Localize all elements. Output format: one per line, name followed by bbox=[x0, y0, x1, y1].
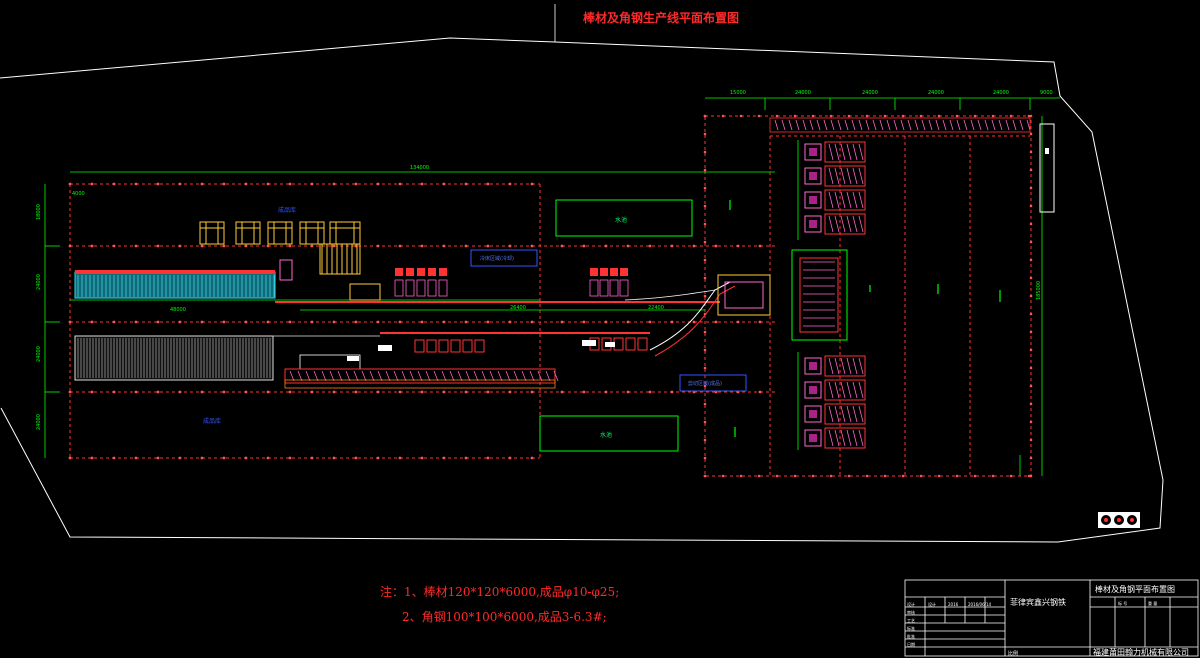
title-block-col-4: 批准 bbox=[907, 633, 915, 639]
charging-racks bbox=[199, 221, 361, 275]
feed-curve bbox=[624, 289, 716, 301]
dim-top-1: 15000 bbox=[730, 90, 746, 96]
notes: 注：1、棒材120*120*6000,成品φ10-φ25; 2、角钢100*10… bbox=[380, 580, 619, 630]
note-line-1: 注：1、棒材120*120*6000,成品φ10-φ25; bbox=[380, 585, 620, 599]
dim-top-3: 24000 bbox=[862, 90, 878, 96]
legend-icons bbox=[1098, 512, 1140, 528]
dim-top-4: 24000 bbox=[928, 90, 944, 96]
right-building-markers bbox=[729, 200, 1001, 437]
water-pool-2: 水池 bbox=[539, 415, 679, 452]
title-block-client: 菲律宾鑫兴钢铁 bbox=[1010, 597, 1066, 607]
dim-mid-span: 48000 bbox=[170, 307, 186, 313]
side-panel bbox=[1039, 123, 1055, 213]
title-block-drawing-name: 棒材及角钢平面布置图 bbox=[1095, 584, 1175, 594]
dim-left-v2: 24000 bbox=[36, 274, 42, 290]
lower-conveyor bbox=[284, 368, 559, 389]
title-block-cell-2: 标 号 bbox=[1118, 600, 1127, 606]
dim-sub-1: 26400 bbox=[510, 305, 526, 311]
shearing-label: 剪切区域(成品) bbox=[688, 380, 722, 387]
cooling-label-box: 冷床区域(冷却) bbox=[470, 249, 538, 267]
title-block-scale-label: 比例 bbox=[1008, 650, 1018, 657]
cooling-bed-upper bbox=[74, 270, 276, 299]
rolling-line-equipment bbox=[275, 259, 720, 370]
dim-top-2: 24000 bbox=[795, 90, 811, 96]
finish-storage-label: 成品库 bbox=[203, 417, 221, 425]
raw-storage-label: 成品库 bbox=[278, 206, 296, 214]
title-block-col-5: 日期 bbox=[907, 641, 915, 647]
return-curve-inner bbox=[654, 285, 736, 357]
building-grid-left bbox=[69, 183, 775, 459]
title-block-col-2: 工艺 bbox=[907, 618, 915, 623]
dim-left-offset: 4000 bbox=[72, 191, 85, 197]
title-block-cell-3: 重 量 bbox=[1148, 600, 1157, 606]
title-block bbox=[904, 579, 1199, 657]
top-hall-header bbox=[769, 117, 1031, 133]
water-pool-2-label: 水池 bbox=[600, 431, 612, 439]
cooling-label: 冷床区域(冷却) bbox=[480, 255, 514, 262]
small-labels bbox=[347, 340, 615, 361]
title-block-cell-1: 2016 bbox=[948, 602, 959, 607]
dim-top-6: 9000 bbox=[1040, 90, 1053, 96]
dim-left-v1: 18000 bbox=[36, 204, 42, 220]
dim-vertical-right: 185000 bbox=[1036, 281, 1042, 300]
site-boundary bbox=[0, 37, 1164, 543]
title-block-company: 福建莆田翰力机械有限公司 bbox=[1093, 647, 1189, 657]
building-grid-right bbox=[704, 115, 1032, 477]
furnace-area bbox=[717, 249, 848, 341]
return-curve bbox=[649, 281, 731, 351]
title-block-col-1: 审核 bbox=[907, 609, 915, 615]
dim-sub-2: 22400 bbox=[648, 305, 664, 311]
water-pool-1-label: 水池 bbox=[615, 216, 627, 224]
dimension-lines bbox=[44, 97, 1060, 476]
water-pool-1: 水池 bbox=[555, 199, 693, 237]
shearing-label-box: 剪切区域(成品) bbox=[679, 374, 747, 392]
title-block-col-3: 标准 bbox=[907, 625, 915, 631]
dim-total-length: 134000 bbox=[410, 165, 429, 171]
column-markers bbox=[68, 114, 1033, 478]
dim-left-v3: 24000 bbox=[36, 346, 42, 362]
dim-left-v4: 24000 bbox=[36, 414, 42, 430]
title-block-cell-0: 设计 bbox=[928, 601, 936, 607]
title-block-date: 2016/06/14 bbox=[968, 602, 992, 607]
note-line-2: 2、角钢100*100*6000,成品3-6.3#; bbox=[402, 610, 607, 624]
cooling-bed-lower bbox=[74, 335, 380, 381]
title-block-col-0: 设计 bbox=[907, 601, 915, 607]
heating-furnaces bbox=[797, 140, 866, 450]
drawing-title: 棒材及角钢生产线平面布置图 bbox=[583, 11, 740, 25]
dim-top-5: 24000 bbox=[993, 90, 1009, 96]
